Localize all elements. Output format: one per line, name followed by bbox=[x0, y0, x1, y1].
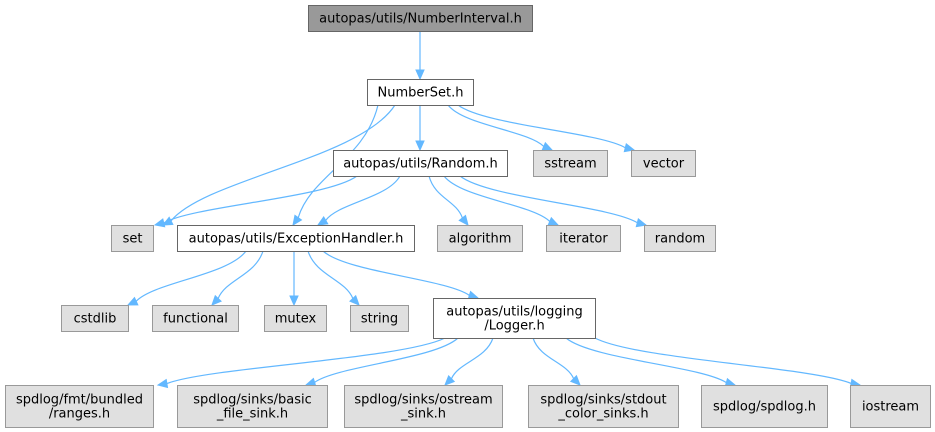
node-label: iostream bbox=[862, 400, 919, 415]
edge-autopas-utils-logging-logger-h-to-spdlog-fmt-bundled-ranges-h bbox=[156, 337, 446, 389]
edge-autopas-utils-exceptionhandler-h-to-mutex bbox=[289, 250, 299, 307]
node-label: /Logger.h bbox=[484, 319, 544, 334]
node-spdlog-sinks-ostream-sink-h: spdlog/sinks/ostream_sink.h bbox=[344, 385, 503, 428]
node-box bbox=[152, 305, 239, 332]
node-set: set bbox=[111, 225, 154, 252]
node-label: random bbox=[655, 232, 705, 247]
edge-autopas-utils-random-h-to-algorithm bbox=[428, 175, 469, 226]
node-box bbox=[177, 385, 328, 428]
edge-autopas-utils-exceptionhandler-h-to-cstdlib bbox=[126, 250, 247, 306]
node-autopas-utils-random-h[interactable]: autopas/utils/Random.h bbox=[333, 150, 508, 177]
node-label: spdlog/sinks/basic bbox=[193, 393, 312, 408]
node-label: spdlog/sinks/stdout bbox=[540, 393, 666, 408]
node-label: NumberSet.h bbox=[378, 86, 464, 101]
node-label: vector bbox=[643, 157, 685, 172]
edge-autopas-utils-random-h-to-iterator bbox=[443, 175, 560, 226]
edge-autopas-utils-numberinterval-h-to-numberset-h bbox=[415, 30, 425, 81]
node-label: _color_sinks.h bbox=[557, 407, 648, 422]
node-box bbox=[437, 225, 523, 252]
edge-autopas-utils-random-h-to-set bbox=[153, 175, 358, 228]
node-box bbox=[533, 150, 608, 177]
node-label: spdlog/fmt/bundled bbox=[16, 393, 143, 408]
edges-layer bbox=[126, 30, 862, 389]
node-box bbox=[433, 298, 596, 339]
node-box bbox=[631, 150, 696, 177]
node-label: _sink.h bbox=[400, 407, 446, 422]
node-cstdlib: cstdlib bbox=[61, 305, 129, 332]
edge-autopas-utils-logging-logger-h-to-spdlog-sinks-ostream-sink-h bbox=[444, 337, 494, 386]
node-autopas-utils-exceptionhandler-h[interactable]: autopas/utils/ExceptionHandler.h bbox=[177, 225, 415, 252]
node-label: mutex bbox=[275, 312, 317, 327]
edge-autopas-utils-exceptionhandler-h-to-autopas-utils-logging-logger-h bbox=[322, 250, 480, 300]
node-label: cstdlib bbox=[74, 312, 117, 327]
node-label: sstream bbox=[544, 157, 596, 172]
node-algorithm: algorithm bbox=[437, 225, 523, 252]
edge-numberset-h-to-autopas-utils-random-h bbox=[415, 104, 425, 152]
node-numberset-h[interactable]: NumberSet.h bbox=[367, 79, 474, 106]
node-spdlog-sinks-basic-file-sink-h: spdlog/sinks/basic_file_sink.h bbox=[177, 385, 328, 428]
node-box bbox=[701, 385, 828, 428]
node-vector: vector bbox=[631, 150, 696, 177]
node-box bbox=[350, 305, 409, 332]
edge-autopas-utils-logging-logger-h-to-spdlog-sinks-stdout-color-sinks-h bbox=[532, 337, 581, 386]
node-string: string bbox=[350, 305, 409, 332]
node-iostream: iostream bbox=[850, 385, 931, 428]
node-autopas-utils-numberinterval-h[interactable]: autopas/utils/NumberInterval.h bbox=[308, 5, 533, 32]
node-box bbox=[367, 79, 474, 106]
node-label: autopas/utils/NumberInterval.h bbox=[319, 12, 522, 27]
node-label: iterator bbox=[559, 232, 608, 247]
node-random: random bbox=[644, 225, 716, 252]
node-box bbox=[333, 150, 508, 177]
edge-autopas-utils-logging-logger-h-to-spdlog-spdlog-h bbox=[565, 337, 737, 388]
node-label: /ranges.h bbox=[49, 407, 110, 422]
edge-autopas-utils-logging-logger-h-to-spdlog-sinks-basic-file-sink-h bbox=[304, 337, 459, 387]
node-box bbox=[61, 305, 129, 332]
node-mutex: mutex bbox=[264, 305, 327, 332]
node-label: autopas/utils/Random.h bbox=[343, 157, 498, 172]
node-label: spdlog/spdlog.h bbox=[713, 400, 816, 415]
node-sstream: sstream bbox=[533, 150, 608, 177]
node-box bbox=[850, 385, 931, 428]
node-spdlog-sinks-stdout-color-sinks-h: spdlog/sinks/stdout_color_sinks.h bbox=[528, 385, 679, 428]
node-autopas-utils-logging-logger-h[interactable]: autopas/utils/logging/Logger.h bbox=[433, 298, 596, 339]
node-label: autopas/utils/logging bbox=[446, 305, 583, 320]
node-box bbox=[177, 225, 415, 252]
edge-autopas-utils-random-h-to-random bbox=[459, 175, 648, 228]
edge-autopas-utils-exceptionhandler-h-to-string bbox=[307, 250, 360, 306]
node-iterator: iterator bbox=[546, 225, 621, 252]
node-box bbox=[264, 305, 327, 332]
node-label: algorithm bbox=[449, 232, 512, 247]
node-spdlog-fmt-bundled-ranges-h: spdlog/fmt/bundled/ranges.h bbox=[5, 385, 154, 428]
node-box bbox=[528, 385, 679, 428]
edge-autopas-utils-random-h-to-autopas-utils-exceptionhandler-h bbox=[316, 175, 401, 226]
node-label: string bbox=[361, 312, 398, 327]
node-label: spdlog/sinks/ostream bbox=[354, 393, 492, 408]
node-functional: functional bbox=[152, 305, 239, 332]
edge-numberset-h-to-vector bbox=[457, 104, 636, 153]
node-box bbox=[308, 5, 533, 32]
nodes-layer: autopas/utils/NumberInterval.hNumberSet.… bbox=[5, 5, 931, 428]
node-label: functional bbox=[163, 312, 228, 327]
node-box bbox=[644, 225, 716, 252]
node-label: set bbox=[123, 232, 143, 247]
edge-autopas-utils-exceptionhandler-h-to-functional bbox=[211, 250, 264, 306]
node-label: _file_sink.h bbox=[216, 407, 288, 422]
node-box bbox=[111, 225, 154, 252]
node-box bbox=[5, 385, 154, 428]
node-spdlog-spdlog-h: spdlog/spdlog.h bbox=[701, 385, 828, 428]
node-label: autopas/utils/ExceptionHandler.h bbox=[189, 232, 404, 247]
node-box bbox=[344, 385, 503, 428]
node-box bbox=[546, 225, 621, 252]
